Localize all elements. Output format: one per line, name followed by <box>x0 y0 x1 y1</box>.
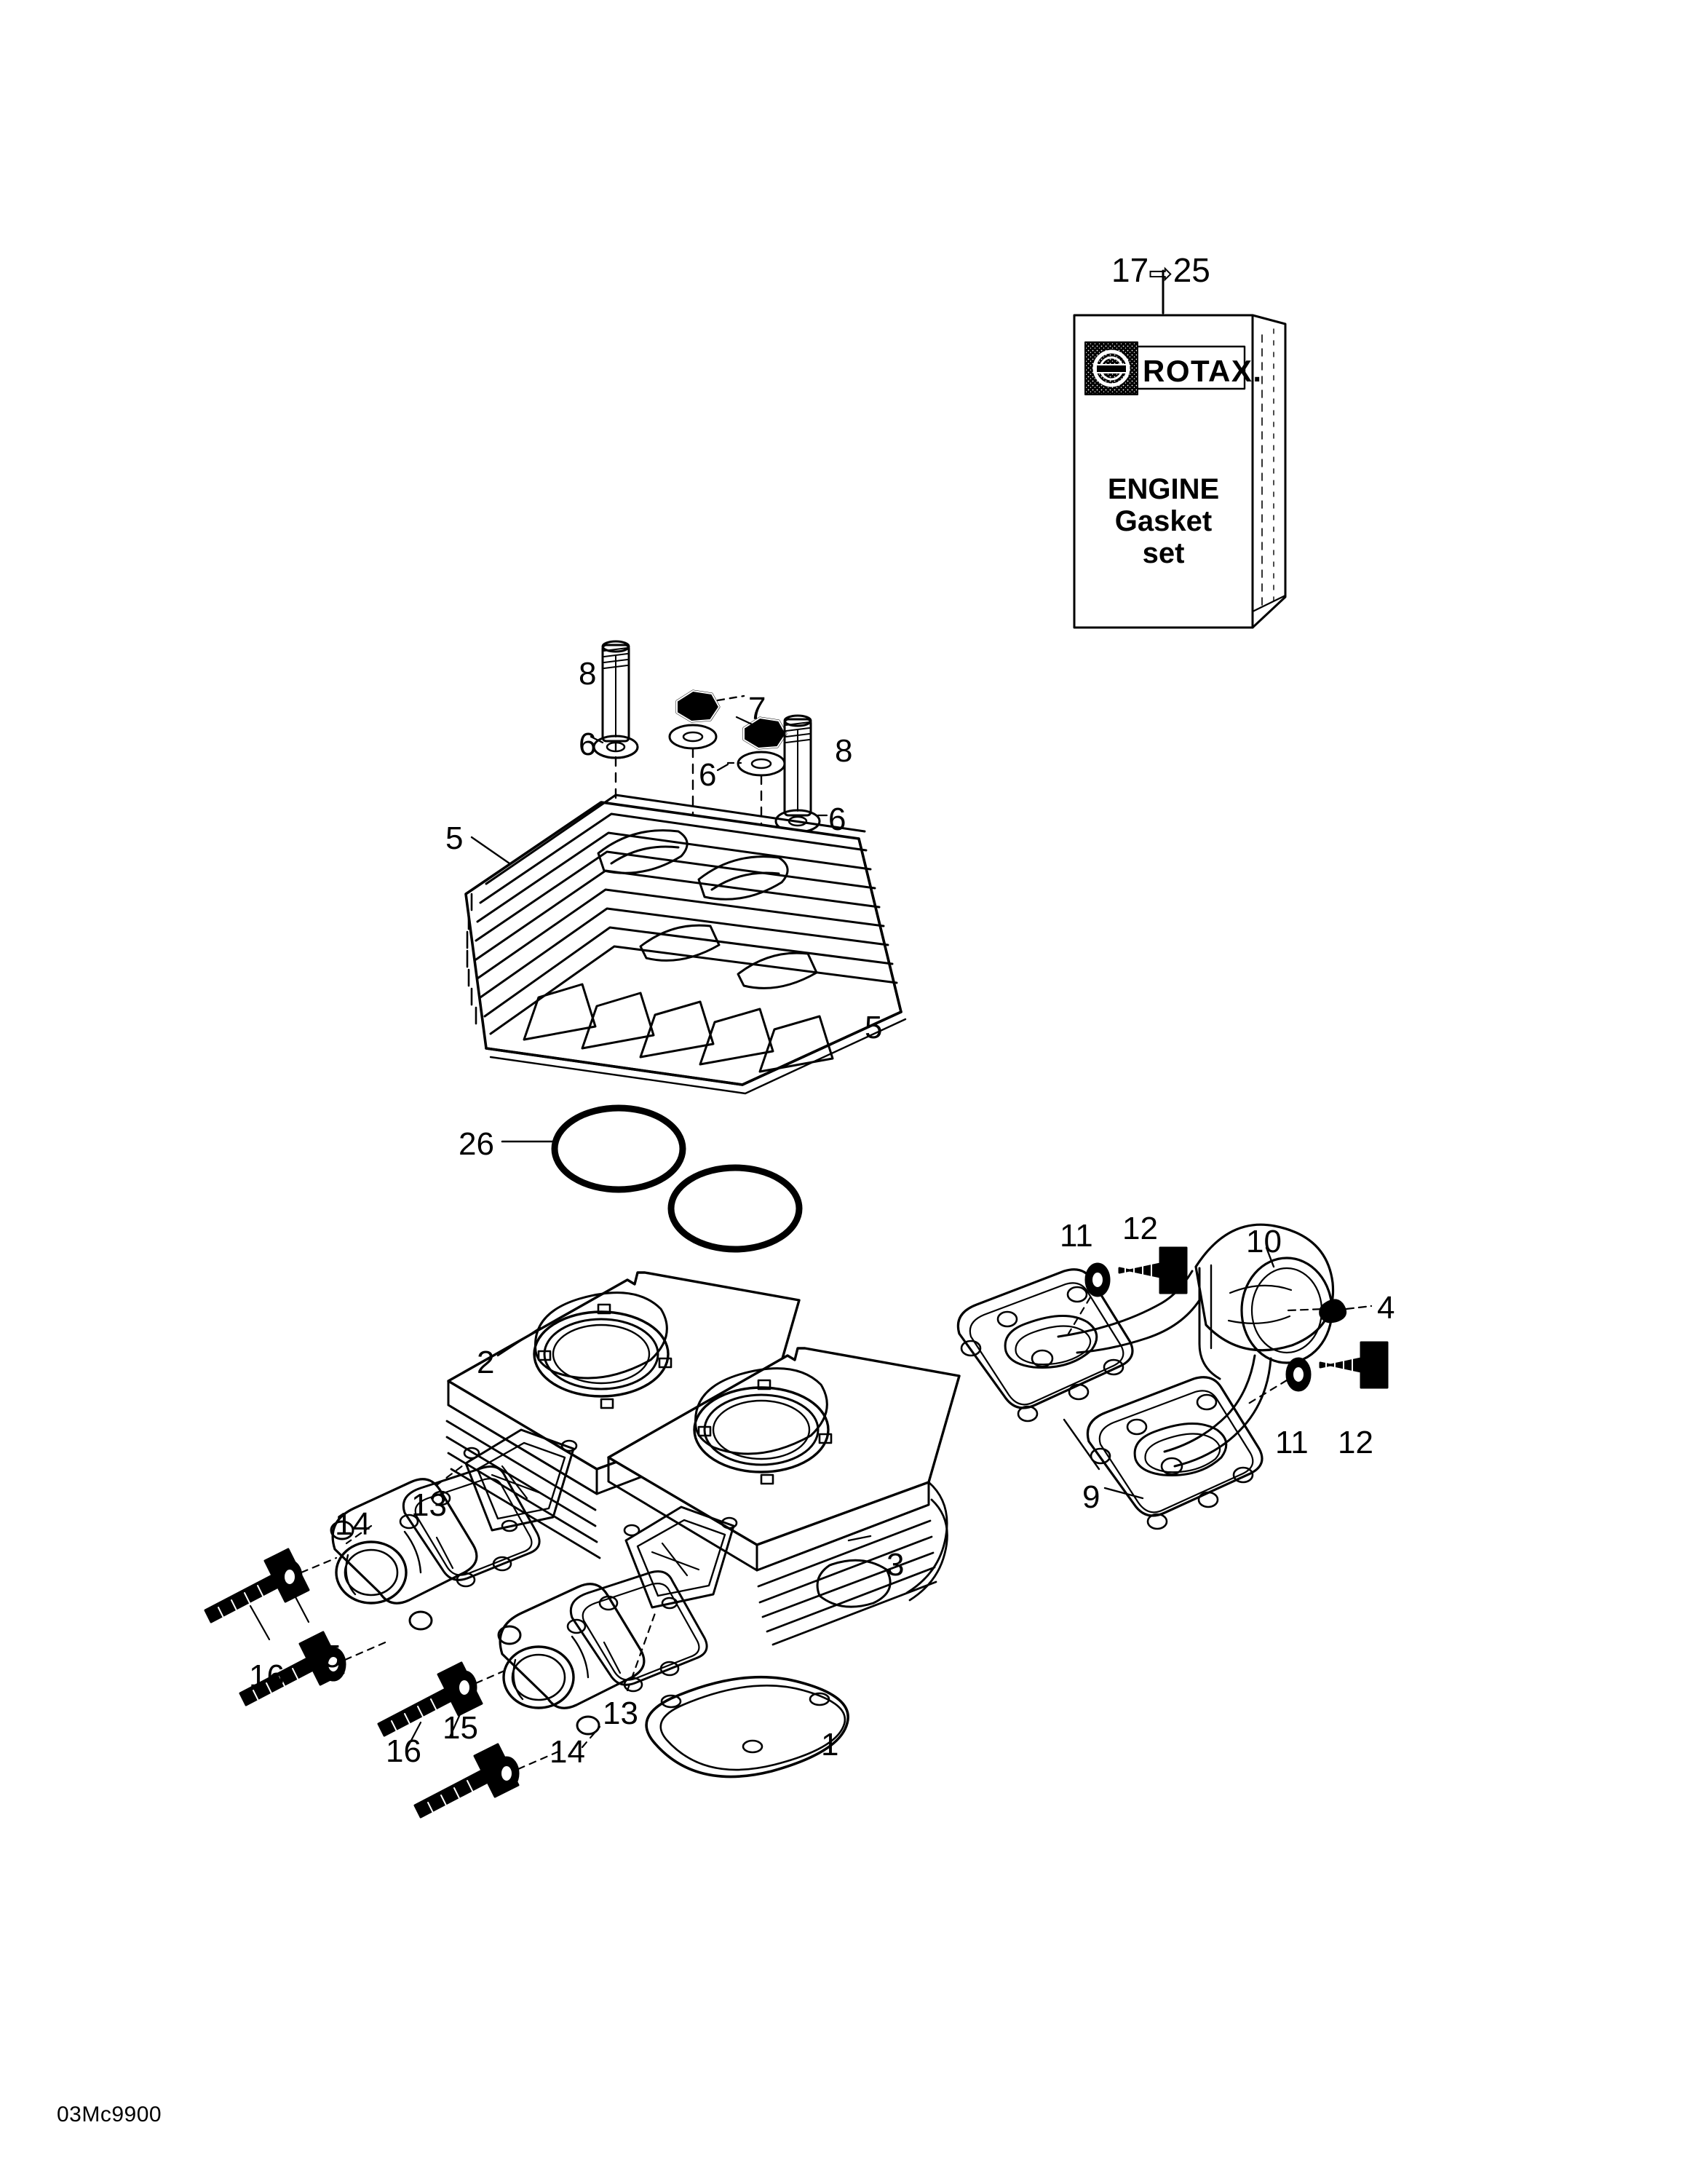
exhaust-plug <box>1287 1299 1373 1324</box>
nut-center-right <box>726 716 788 886</box>
callout-14-lower: 14 <box>550 1734 585 1770</box>
callout-16-upper: 16 <box>249 1658 285 1694</box>
stud-left <box>601 640 630 860</box>
exhaust-manifold-assembly <box>956 1223 1389 1530</box>
callout-15-lower: 15 <box>443 1710 478 1746</box>
callout-6-left: 6 <box>579 727 597 762</box>
callout-3: 3 <box>886 1547 905 1583</box>
exhaust-gasket-upper <box>956 1268 1134 1423</box>
drawing-reference-code: 03Mc9900 <box>57 2102 162 2126</box>
nut-center <box>668 689 745 868</box>
callout-12-lower: 12 <box>1338 1425 1373 1460</box>
callout-12-upper: 12 <box>1122 1211 1158 1246</box>
range-from: 17 <box>1111 251 1149 289</box>
envelope-title-line1: ENGINE <box>1107 473 1220 505</box>
callout-8-left: 8 <box>579 656 597 692</box>
intake-flange-assembly <box>204 1465 708 1819</box>
callout-4: 4 <box>1377 1290 1395 1326</box>
callout-6-right: 6 <box>828 802 846 837</box>
exhaust-fasteners-upper <box>1067 1246 1188 1335</box>
callout-13-lower: 13 <box>603 1696 638 1731</box>
cylinder-head <box>464 794 907 1095</box>
intake-fastener-c <box>377 1661 511 1749</box>
callout-5-right: 5 <box>865 1010 883 1045</box>
callout-7: 7 <box>748 691 766 727</box>
callout-1: 1 <box>821 1727 839 1762</box>
cylinder-base-gasket <box>645 1675 849 1779</box>
callout-6-center: 6 <box>699 757 717 793</box>
cylinder-block-group <box>435 1271 961 1692</box>
callout-14-upper: 14 <box>335 1506 370 1542</box>
cylinder-pto-side <box>607 1347 961 1692</box>
callout-9: 9 <box>1082 1479 1100 1515</box>
range-to: 25 <box>1173 251 1210 289</box>
intake-fastener-d <box>413 1743 563 1819</box>
intake-fastener-a <box>204 1548 338 1641</box>
exhaust-gasket-lower <box>1086 1376 1264 1530</box>
gasket-set-range-label: 17⇨25 <box>1111 250 1210 290</box>
envelope-title-line2: Gasket <box>1114 505 1213 537</box>
stud-right <box>783 714 812 817</box>
intake-flange-lower <box>497 1570 708 1749</box>
callout-15-upper: 15 <box>306 1639 341 1674</box>
callout-5-left: 5 <box>445 820 464 856</box>
gasket-set-envelope <box>1073 269 1287 629</box>
rotax-wordmark: ROTAX. <box>1143 354 1263 388</box>
callout-11-upper: 11 <box>1060 1218 1093 1254</box>
callout-26: 26 <box>459 1126 494 1162</box>
right-arrow-icon: ⇨ <box>1149 258 1173 290</box>
callout-16-lower: 16 <box>386 1733 421 1769</box>
callout-10: 10 <box>1246 1224 1282 1259</box>
o-ring-group <box>501 1104 803 1253</box>
callout-13-upper: 13 <box>411 1487 447 1523</box>
callout-2: 2 <box>477 1345 495 1380</box>
callout-8-right: 8 <box>835 733 853 769</box>
intake-fastener-b <box>239 1631 390 1706</box>
intake-flange-upper <box>330 1465 541 1631</box>
exhaust-fasteners-lower <box>1245 1341 1389 1406</box>
callout-11-lower: 11 <box>1275 1425 1309 1460</box>
envelope-title-line3: set <box>1142 537 1185 569</box>
washer-left <box>592 735 639 759</box>
